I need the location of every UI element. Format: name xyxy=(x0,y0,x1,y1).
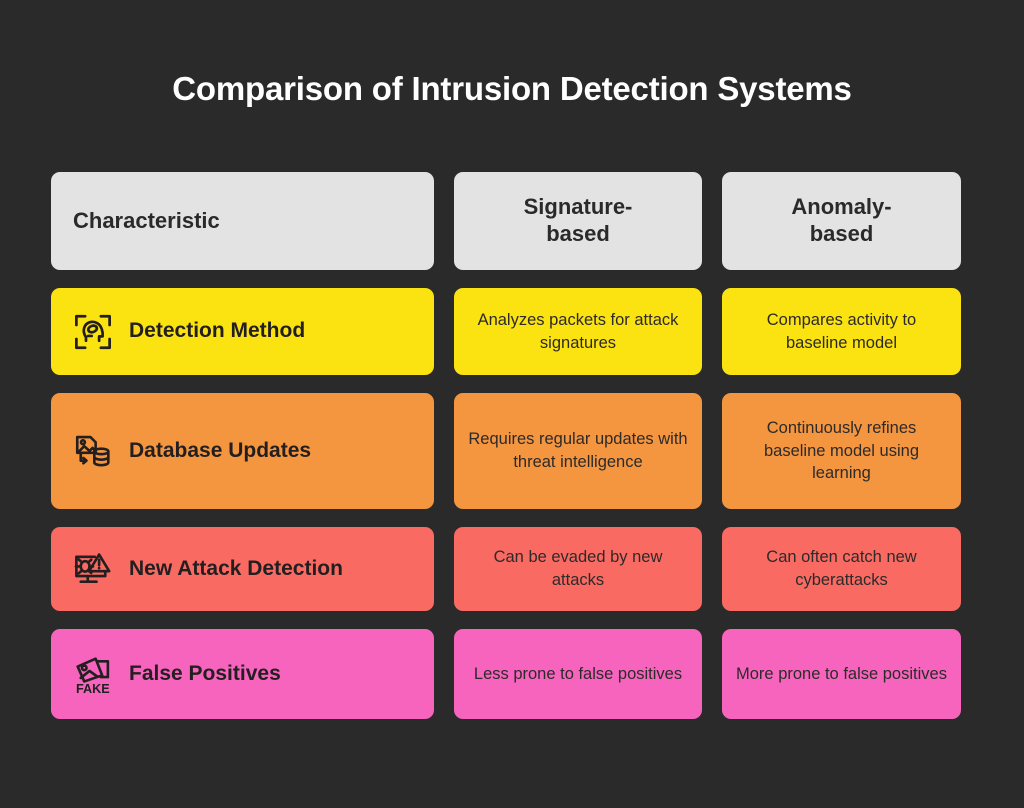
file-to-database-icon xyxy=(71,429,115,473)
header-cell-signature-based: Signature- based xyxy=(454,172,702,270)
row-label-new-attack-detection: New Attack Detection xyxy=(51,527,434,611)
table-row: FAKE False Positives Less prone to false… xyxy=(51,629,961,719)
header-label-signature-line2: based xyxy=(546,221,610,246)
cell-anomaly-database-updates: Continuously refines baseline model usin… xyxy=(722,393,961,509)
row-label-text: False Positives xyxy=(129,661,281,685)
row-label-text: New Attack Detection xyxy=(129,556,343,580)
cell-signature-database-updates: Requires regular updates with threat int… xyxy=(454,393,702,509)
cell-signature-detection-method: Analyzes packets for attack signatures xyxy=(454,288,702,375)
row-label-text: Database Updates xyxy=(129,438,312,462)
comparison-table: Characteristic Signature- based Anomaly-… xyxy=(51,172,961,719)
row-label-false-positives: FAKE False Positives xyxy=(51,629,434,719)
monitor-bug-alert-icon xyxy=(71,547,115,591)
header-label-anomaly-line2: based xyxy=(809,221,874,246)
svg-text:FAKE: FAKE xyxy=(76,682,110,695)
header-label-signature-line1: Signature- xyxy=(523,194,633,220)
row-label-text: Detection Method xyxy=(129,319,306,343)
header-cell-anomaly-based: Anomaly- based xyxy=(722,172,961,270)
cell-anomaly-new-attack-detection: Can often catch new cyberattacks xyxy=(722,527,961,611)
cell-signature-new-attack-detection: Can be evaded by new attacks xyxy=(454,527,702,611)
table-row: Database Updates Requires regular update… xyxy=(51,393,961,509)
table-row: Detection Method Analyzes packets for at… xyxy=(51,288,961,375)
cell-signature-false-positives: Less prone to false positives xyxy=(454,629,702,719)
header-cell-characteristic: Characteristic xyxy=(51,172,434,270)
cell-anomaly-false-positives: More prone to false positives xyxy=(722,629,961,719)
row-label-database-updates: Database Updates xyxy=(51,393,434,509)
cell-anomaly-detection-method: Compares activity to baseline model xyxy=(722,288,961,375)
page-title: Comparison of Intrusion Detection System… xyxy=(172,70,852,107)
fake-photo-icon: FAKE xyxy=(71,652,115,696)
row-label-detection-method: Detection Method xyxy=(51,288,434,375)
table-row: New Attack Detection Can be evaded by ne… xyxy=(51,527,961,611)
table-header-row: Characteristic Signature- based Anomaly-… xyxy=(51,172,961,270)
header-label-anomaly-line1: Anomaly- xyxy=(791,194,892,220)
header-label-characteristic: Characteristic xyxy=(73,208,220,233)
face-scan-icon xyxy=(71,310,115,354)
